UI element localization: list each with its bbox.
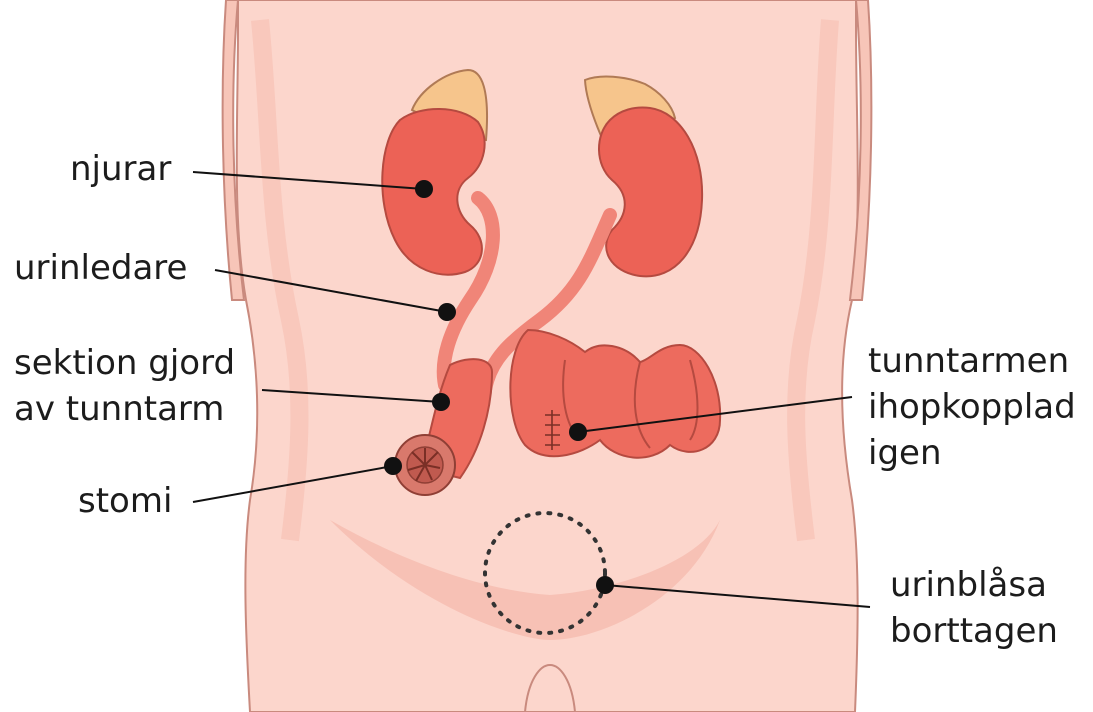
small-intestine bbox=[510, 330, 720, 458]
label-njurar: njurar bbox=[70, 146, 171, 192]
label-tunntarm-line2: ihopkopplad bbox=[868, 384, 1076, 430]
label-stomi: stomi bbox=[78, 478, 172, 524]
label-urinledare: urinledare bbox=[14, 245, 187, 291]
label-sektion-line2: av tunntarm bbox=[14, 386, 235, 432]
label-tunntarmen: tunntarmen ihopkopplad igen bbox=[868, 338, 1076, 476]
label-sektion-line1: sektion gjord bbox=[14, 340, 235, 386]
label-urinblasa-line2: borttagen bbox=[890, 608, 1058, 654]
stoma-spiral-icon bbox=[395, 435, 455, 495]
label-njurar-text: njurar bbox=[70, 146, 171, 192]
label-urinledare-text: urinledare bbox=[14, 245, 187, 291]
label-urinblasa-line1: urinblåsa bbox=[890, 562, 1058, 608]
label-stomi-text: stomi bbox=[78, 478, 172, 524]
label-sektion-gjord: sektion gjord av tunntarm bbox=[14, 340, 235, 432]
label-tunntarm-line3: igen bbox=[868, 430, 1076, 476]
label-tunntarm-line1: tunntarmen bbox=[868, 338, 1076, 384]
label-urinblasa: urinblåsa borttagen bbox=[890, 562, 1058, 654]
